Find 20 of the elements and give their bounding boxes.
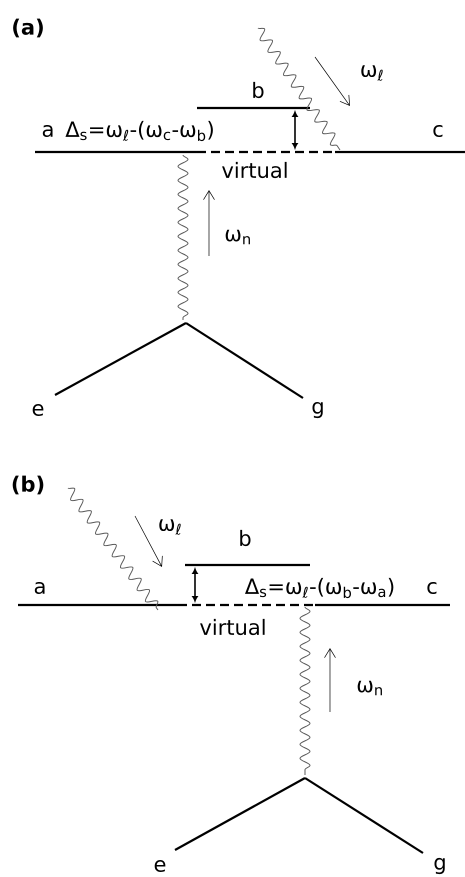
panel-label: (a): [13, 18, 43, 38]
level-label: c: [433, 124, 442, 138]
panel-label: (b): [12, 476, 44, 494]
level-label: c: [427, 582, 436, 594]
detuning-equation: Δ$_{s}$=ω$_{ℓ}$-(ω$_{b}$-ω$_{a}$): [245, 578, 394, 598]
level-label: e: [154, 860, 166, 872]
detuning-equation: Δ$_{s}$=ω$_{ℓ}$-(ω$_{c}$-ω$_{b}$): [65, 120, 213, 142]
virtual-level-label: virtual: [222, 162, 287, 178]
level-label: b: [253, 82, 264, 98]
frequency-label: ω$_{n}$: [226, 230, 250, 244]
virtual-level-label: virtual: [200, 618, 265, 636]
level-label: a: [42, 124, 53, 138]
frequency-label: ω$_{n}$: [358, 680, 382, 696]
level-label: e: [32, 404, 44, 416]
frequency-label: ω$_{ℓ}$: [159, 519, 181, 535]
level-label: g: [434, 858, 445, 874]
frequency-label: ω$_{ℓ}$: [361, 65, 383, 81]
level-label: g: [312, 402, 323, 418]
level-label: b: [240, 530, 251, 546]
level-label: a: [34, 582, 45, 594]
